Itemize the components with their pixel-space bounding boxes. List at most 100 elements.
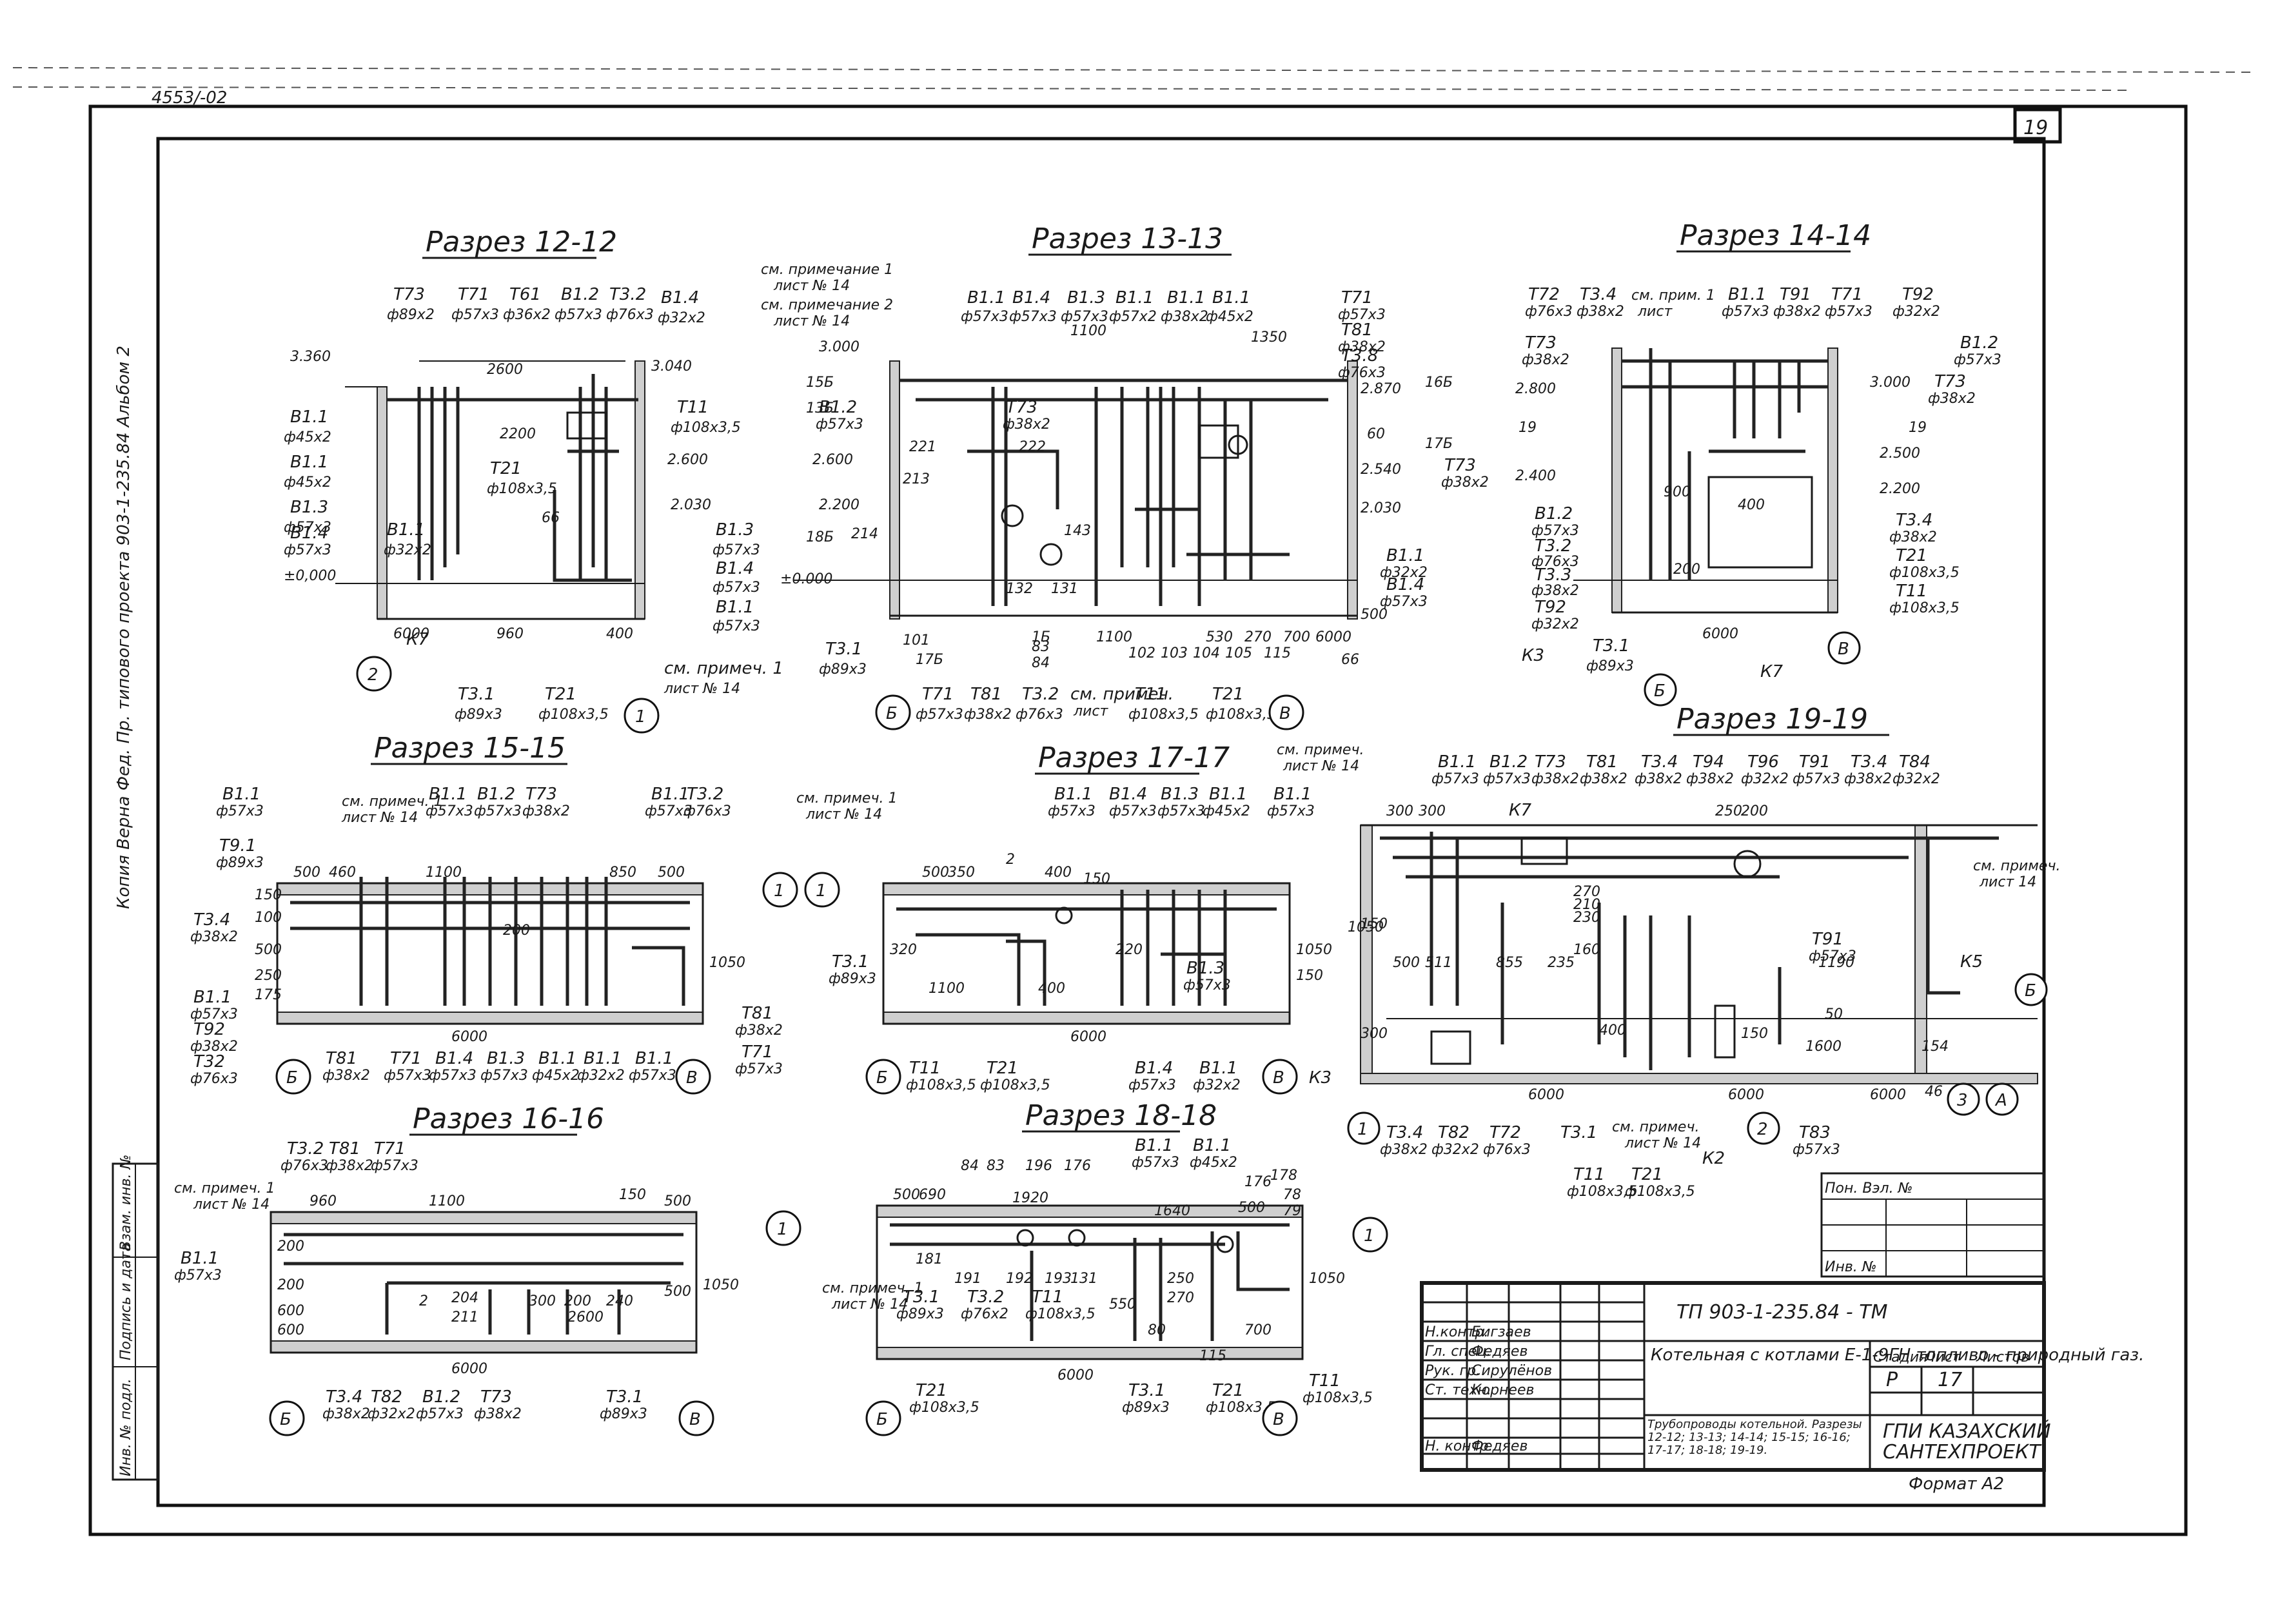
svg-text:2200: 2200 <box>500 426 536 442</box>
svg-text:ф57х3: ф57х3 <box>190 1006 238 1022</box>
svg-text:В1.3: В1.3 <box>290 498 328 517</box>
svg-text:ф57х3: ф57х3 <box>1793 771 1840 787</box>
svg-text:2.400: 2.400 <box>1515 468 1556 484</box>
svg-text:ф32х2: ф32х2 <box>658 310 705 326</box>
svg-text:2.600: 2.600 <box>812 452 853 468</box>
svg-text:В1.3: В1.3 <box>716 520 754 540</box>
svg-text:В1.4: В1.4 <box>1386 575 1424 594</box>
svg-text:200: 200 <box>1673 562 1700 578</box>
svg-text:В1.1: В1.1 <box>538 1049 576 1068</box>
svg-text:ф38х2: ф38х2 <box>322 1406 370 1422</box>
svg-text:ф57х3: ф57х3 <box>1338 307 1386 323</box>
svg-text:ф57х3: ф57х3 <box>555 307 602 323</box>
svg-text:1050: 1050 <box>1296 942 1332 958</box>
svg-text:ф57х3: ф57х3 <box>1793 1142 1840 1158</box>
svg-text:Т92: Т92 <box>1535 598 1566 617</box>
svg-text:Т81: Т81 <box>970 685 1002 704</box>
svg-text:ф38х2: ф38х2 <box>190 929 238 945</box>
svg-text:Т71: Т71 <box>390 1049 422 1068</box>
section-title: Разрез 16-16 <box>413 1102 604 1135</box>
svg-text:В1.1: В1.1 <box>1386 546 1424 565</box>
svg-text:6000: 6000 <box>1870 1087 1906 1103</box>
svg-text:В1.1: В1.1 <box>1273 785 1312 804</box>
svg-text:Т81: Т81 <box>326 1049 357 1068</box>
svg-text:см. примеч.: см. примеч. <box>1973 858 2060 874</box>
svg-text:Подпись и дата: Подпись и дата <box>118 1243 134 1360</box>
svg-text:235: 235 <box>1548 955 1575 971</box>
svg-text:3.000: 3.000 <box>1870 375 1911 391</box>
svg-text:Т92: Т92 <box>193 1020 225 1039</box>
svg-text:18Б: 18Б <box>806 529 834 545</box>
svg-text:178: 178 <box>1270 1168 1297 1184</box>
svg-text:ф57х3: ф57х3 <box>1157 803 1205 819</box>
svg-text:160: 160 <box>1573 942 1600 958</box>
inner-frame <box>156 137 2046 1507</box>
svg-text:ф38х2: ф38х2 <box>326 1158 373 1174</box>
svg-text:см. примеч.: см. примеч. <box>1612 1119 1699 1135</box>
svg-text:К3: К3 <box>1309 1068 1332 1088</box>
svg-text:ф57х3: ф57х3 <box>416 1406 464 1422</box>
svg-text:Т11: Т11 <box>909 1059 941 1078</box>
svg-text:В1.2: В1.2 <box>1489 752 1528 772</box>
svg-text:102: 102 <box>1128 645 1155 661</box>
svg-text:Пон. Вэл. №: Пон. Вэл. № <box>1825 1180 1912 1197</box>
svg-text:1100: 1100 <box>1070 323 1106 339</box>
svg-text:лист: лист <box>1637 304 1673 320</box>
svg-text:В1.2: В1.2 <box>1535 504 1573 523</box>
svg-text:ф38х2: ф38х2 <box>964 707 1012 723</box>
section-title: Разрез 14-14 <box>1680 219 1871 252</box>
sheet-value: 17 <box>1938 1369 1962 1391</box>
svg-text:Т96: Т96 <box>1747 752 1779 772</box>
svg-text:ф108х3,5: ф108х3,5 <box>906 1077 976 1093</box>
svg-text:ф89х3: ф89х3 <box>600 1406 647 1422</box>
svg-text:ф108х3,5: ф108х3,5 <box>1889 600 1960 616</box>
svg-text:ф108х3,5: ф108х3,5 <box>1302 1390 1373 1406</box>
svg-text:В1.1: В1.1 <box>1115 288 1154 308</box>
svg-text:ф76х3: ф76х3 <box>1531 554 1579 570</box>
svg-text:1Б: 1Б <box>1032 629 1050 645</box>
svg-text:Т11: Т11 <box>1032 1287 1063 1307</box>
svg-text:Т11: Т11 <box>1573 1165 1605 1184</box>
org-line-1: ГПИ КАЗАХСКИЙ <box>1883 1420 2051 1443</box>
section-14-14: Разрез 14-14 900 400 200 6000 2.800 2.40… <box>1515 219 2001 707</box>
svg-text:Т83: Т83 <box>1799 1123 1831 1142</box>
svg-text:В1.1: В1.1 <box>429 785 467 804</box>
svg-text:960: 960 <box>496 626 524 642</box>
svg-text:1350: 1350 <box>1251 329 1287 346</box>
svg-text:ф38х2: ф38х2 <box>1889 529 1937 545</box>
svg-text:193: 193 <box>1045 1271 1072 1287</box>
svg-text:Т73: Т73 <box>393 285 425 304</box>
svg-text:1100: 1100 <box>1096 629 1132 645</box>
svg-text:лист 14: лист 14 <box>1979 874 2036 890</box>
svg-text:105: 105 <box>1225 645 1252 661</box>
object-name: Котельная с котлами Е-1-9ГН топливо - пр… <box>1651 1345 2144 1365</box>
svg-text:ф89х3: ф89х3 <box>1586 658 1634 674</box>
svg-text:Т73: Т73 <box>1444 456 1476 475</box>
svg-text:214: 214 <box>851 526 878 542</box>
svg-text:ф89х2: ф89х2 <box>387 307 435 323</box>
svg-text:ф89х3: ф89х3 <box>896 1306 944 1322</box>
svg-text:В: В <box>689 1410 701 1429</box>
svg-text:ф57х3: ф57х3 <box>712 542 760 558</box>
person-name: Сирулёнов <box>1471 1363 1552 1379</box>
svg-text:855: 855 <box>1496 955 1523 971</box>
svg-text:ф57х3: ф57х3 <box>1809 948 1856 964</box>
svg-text:ф57х3: ф57х3 <box>429 1068 477 1084</box>
svg-text:А: А <box>1994 1091 2007 1110</box>
svg-text:ф57х3: ф57х3 <box>735 1061 783 1077</box>
svg-text:Б: Б <box>876 1068 888 1088</box>
scan-edge-line <box>12 67 2257 73</box>
person-name: Бигзаев <box>1471 1324 1531 1340</box>
svg-text:Т3.1: Т3.1 <box>1560 1123 1597 1142</box>
svg-text:Т3.2: Т3.2 <box>287 1139 324 1159</box>
svg-text:ф38х2: ф38х2 <box>735 1022 783 1039</box>
svg-text:84: 84 <box>961 1158 979 1174</box>
svg-text:200: 200 <box>564 1293 591 1309</box>
svg-text:В1.1: В1.1 <box>651 785 689 804</box>
svg-text:В: В <box>686 1068 698 1088</box>
svg-text:ф57х3: ф57х3 <box>1431 771 1479 787</box>
svg-text:ф57х2: ф57х2 <box>1109 309 1157 325</box>
svg-text:ф76х3: ф76х3 <box>683 803 731 819</box>
svg-text:Т32: Т32 <box>193 1052 225 1071</box>
svg-text:550: 550 <box>1109 1296 1136 1313</box>
